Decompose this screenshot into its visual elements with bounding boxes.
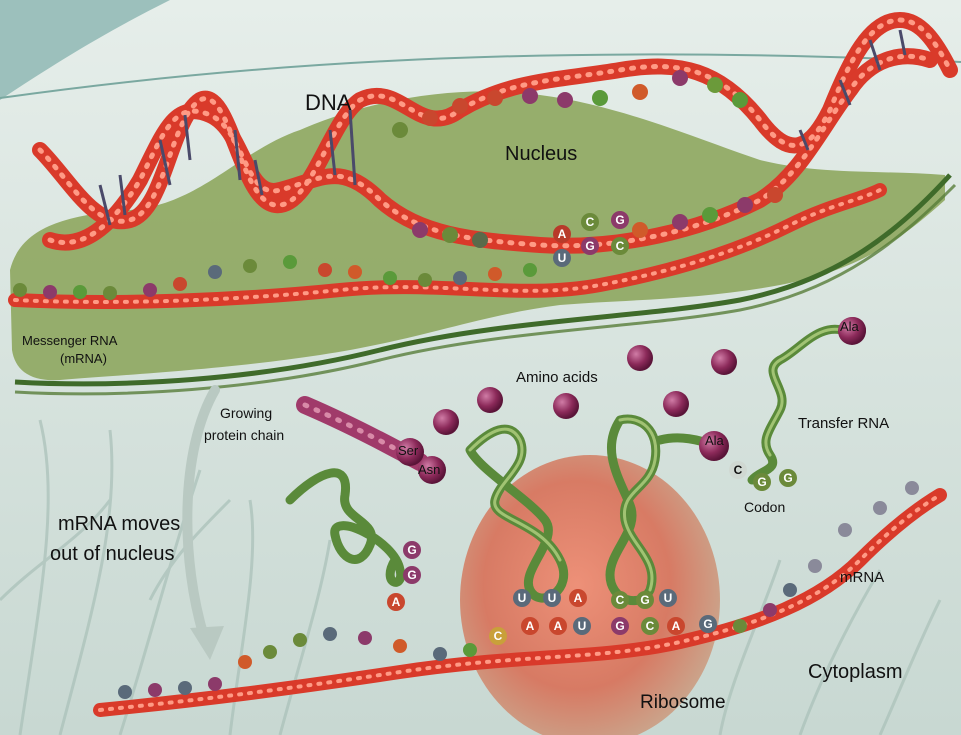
label-codon: Codon [744,499,785,515]
left-trna-base-2: G [407,568,416,582]
codon-mrna-3: A [554,619,563,633]
label-amino-acids: Amino acids [516,369,598,386]
label-ribosome: Ribosome [640,692,726,713]
anticodon-3: A [574,591,583,605]
label-growing-chain-2: protein chain [204,427,284,443]
label-growing-chain-1: Growing [220,405,272,421]
dna-base-bottom-3: C [616,239,625,253]
label-mrna-moves-1: mRNA moves [58,513,180,535]
amino-acid-ala-top: Ala [840,319,860,334]
amino-acid-ser: Ser [398,443,419,458]
codon-mrna-2: A [526,619,535,633]
codon-base-1: C [734,463,743,477]
codon-mrna-8: G [703,617,712,631]
amino-acid-asn: Asn [418,462,440,477]
left-trna-base-1: G [407,543,416,557]
dna-base-top-1: A [558,227,567,241]
anticodon-4: C [616,593,625,607]
label-nucleus: Nucleus [505,143,577,165]
dna-base-top-3: G [615,213,624,227]
label-messenger-rna-2: (mRNA) [60,351,107,366]
anticodon-1: U [518,591,527,605]
dna-base-bottom-1: U [558,251,567,265]
codon-mrna-5: G [615,619,624,633]
anticodon-6: U [664,591,673,605]
dna-base-top-2: C [586,215,595,229]
anticodon-2: U [548,591,557,605]
codon-mrna-1: C [494,629,503,643]
codon-base-2: G [757,475,766,489]
amino-acid-ala-center: Ala [705,433,725,448]
label-transfer-rna: Transfer RNA [798,415,889,432]
label-mrna-moves-2: out of nucleus [50,543,175,565]
label-mrna: mRNA [840,569,884,586]
label-cytoplasm: Cytoplasm [808,661,902,683]
codon-mrna-4: U [578,619,587,633]
anticodon-5: G [640,593,649,607]
dna-base-bottom-2: G [585,239,594,253]
codon-base-3: G [783,471,792,485]
label-dna: DNA [305,90,352,115]
left-trna-base-3: A [392,595,401,609]
codon-mrna-7: A [672,619,681,633]
label-messenger-rna-1: Messenger RNA [22,333,118,348]
codon-mrna-6: C [646,619,655,633]
